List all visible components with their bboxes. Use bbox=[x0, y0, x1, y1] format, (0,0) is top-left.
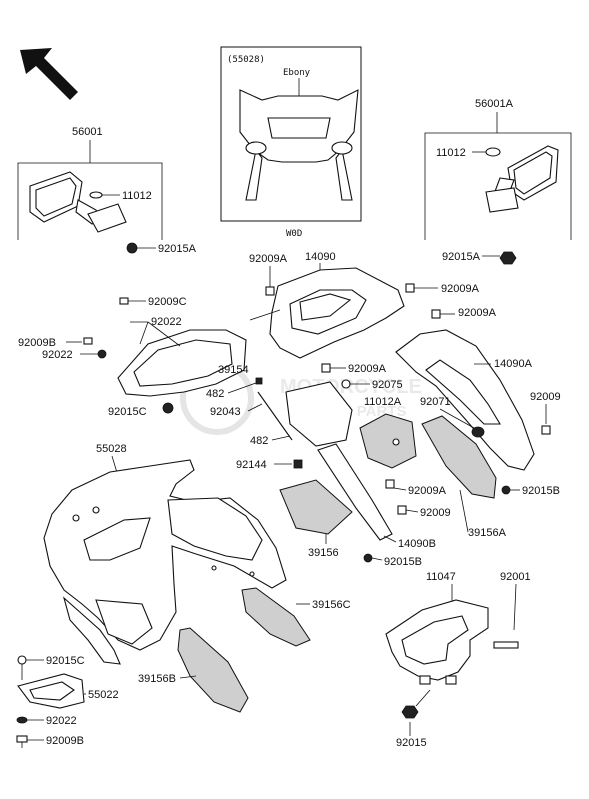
label-11012-left: 11012 bbox=[122, 190, 152, 202]
nut-92015a-right bbox=[499, 251, 517, 265]
label-92009a-center: 92009A bbox=[348, 363, 387, 375]
front-direction-arrow-icon bbox=[20, 48, 78, 100]
label-92022-top: 92022 bbox=[151, 316, 182, 328]
label-39156a: 39156A bbox=[468, 527, 507, 539]
label-92009a-2: 92009A bbox=[441, 283, 480, 295]
spacer-92043: 92043 bbox=[210, 391, 293, 441]
inset-code: (55028) bbox=[227, 55, 265, 65]
nut-92015b-lower: 92015B bbox=[363, 553, 422, 568]
label-56001a: 56001A bbox=[475, 98, 514, 110]
label-56001: 56001 bbox=[72, 126, 103, 138]
label-92043: 92043 bbox=[210, 406, 241, 418]
label-11047: 11047 bbox=[426, 571, 456, 583]
label-92015b-right: 92015B bbox=[522, 485, 560, 497]
bolt-92009a-center: 92009A bbox=[321, 363, 387, 375]
label-14090: 14090 bbox=[305, 251, 336, 263]
bolt-92009a-top-right: 92009A bbox=[405, 283, 480, 295]
label-14090b: 14090B bbox=[398, 538, 436, 550]
insert-482-a: 482 bbox=[206, 377, 263, 400]
pad-39156c: 39156C bbox=[241, 587, 351, 647]
grommet-11012-right bbox=[485, 147, 501, 157]
label-39156b: 39156B bbox=[138, 673, 176, 685]
stay-11047: 11047 92001 92015 bbox=[385, 571, 531, 749]
label-482-a: 482 bbox=[206, 388, 224, 400]
pad-39156b: 39156B bbox=[138, 627, 249, 713]
label-92009a-lower: 92009A bbox=[408, 485, 447, 497]
pad-center-right bbox=[359, 413, 417, 469]
inset-variant: W0D bbox=[286, 229, 302, 239]
bolt-92009a-lower-center: 92009A bbox=[385, 479, 447, 497]
label-92015-stay: 92015 bbox=[396, 737, 427, 749]
upper-cowl-55028: 55028 bbox=[43, 443, 287, 665]
bolt-92009a-top-left: 92009A bbox=[249, 253, 288, 296]
inner-cover-14090: 14090 bbox=[249, 251, 405, 359]
label-11012-right: 11012 bbox=[436, 147, 466, 159]
screw-92009c: 92009C bbox=[119, 296, 187, 308]
grommet-92071: 92071 bbox=[420, 396, 485, 438]
screw-92009-right: 92009 bbox=[530, 391, 561, 435]
label-92009-lower: 92009 bbox=[420, 507, 451, 519]
label-92009c: 92009C bbox=[148, 296, 187, 308]
label-92015c-windshield: 92015C bbox=[108, 406, 147, 418]
label-92071: 92071 bbox=[420, 396, 451, 408]
left-mirror-group: 56001 11012 92015A bbox=[17, 126, 197, 255]
label-92144: 92144 bbox=[236, 459, 267, 471]
bolt-92009-lower: 92009 bbox=[397, 505, 451, 519]
label-92009b-bottom: 92009B bbox=[46, 735, 84, 747]
label-92009a-1: 92009A bbox=[249, 253, 288, 265]
label-92009-right: 92009 bbox=[530, 391, 561, 403]
label-92022-bottom: 92022 bbox=[46, 715, 77, 727]
windshield-39154: 39154 bbox=[117, 329, 249, 397]
label-55028: 55028 bbox=[96, 443, 127, 455]
strip-pad-right bbox=[421, 415, 497, 499]
label-92001: 92001 bbox=[500, 571, 531, 583]
label-92075: 92075 bbox=[372, 379, 403, 391]
inset-cowl-variant: (55028) Ebony W0D bbox=[220, 46, 362, 239]
pad-39156a: 39156A bbox=[459, 489, 507, 539]
label-14090a: 14090A bbox=[494, 358, 533, 370]
spring-92022-top: 92022 bbox=[130, 316, 182, 347]
label-482-b: 482 bbox=[250, 435, 268, 447]
right-cover-14090a: 92009A 14090A bbox=[395, 307, 535, 471]
bolt-92009b-left: 92009B bbox=[18, 337, 93, 349]
grommet-11012-left bbox=[89, 191, 103, 199]
label-92015b-lower: 92015B bbox=[384, 556, 422, 568]
nut-92015b-right: 92015B bbox=[501, 485, 560, 497]
label-92022-left: 92022 bbox=[42, 349, 73, 361]
collar-92022-left: 92022 bbox=[42, 349, 107, 361]
label-39156: 39156 bbox=[308, 547, 339, 559]
label-39154: 39154 bbox=[218, 364, 249, 376]
label-92009b-left: 92009B bbox=[18, 337, 56, 349]
right-mirror-group: 56001A 11012 92015A bbox=[424, 98, 572, 265]
bracket-55022-group: 92015C 55022 92022 92009B bbox=[16, 655, 119, 748]
pad-39156: 39156 bbox=[279, 479, 353, 559]
label-92015c-bottom: 92015C bbox=[46, 655, 85, 667]
label-92015a-right: 92015A bbox=[442, 251, 481, 263]
clip-92075: 92075 bbox=[341, 379, 403, 391]
label-55022: 55022 bbox=[88, 689, 119, 701]
strip-14090b: 14090B bbox=[383, 535, 436, 550]
label-92009a-3: 92009A bbox=[458, 307, 497, 319]
cable-strip bbox=[317, 443, 393, 541]
label-39156c: 39156C bbox=[312, 599, 351, 611]
label-11012a: 11012A bbox=[364, 396, 402, 408]
label-92015a-left: 92015A bbox=[158, 243, 197, 255]
clip-92144: 92144 bbox=[236, 459, 303, 471]
inset-finish: Ebony bbox=[283, 68, 311, 78]
nut-92015a-left bbox=[126, 242, 138, 254]
nut-92015c-windshield: 92015C bbox=[108, 402, 174, 418]
bracket-11012a: 11012A bbox=[285, 381, 402, 447]
insert-482-b: 482 bbox=[250, 435, 291, 447]
